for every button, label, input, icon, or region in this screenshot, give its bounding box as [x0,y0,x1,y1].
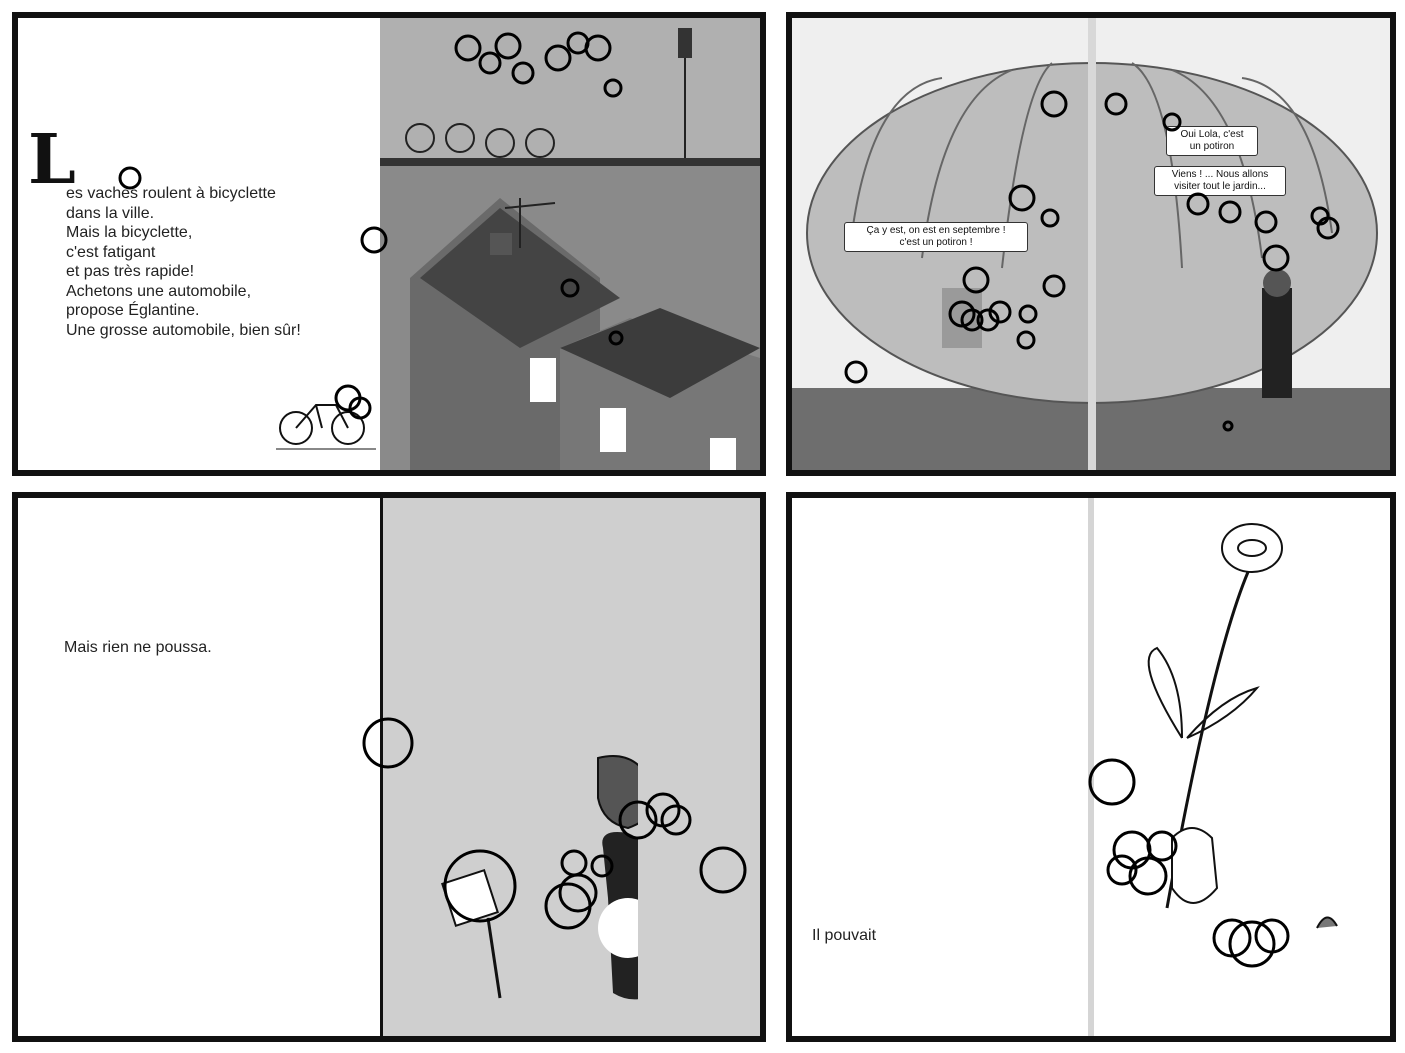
dropcap-letter: L [28,120,76,200]
speech-bubble-right-1: Oui Lola, c'est un potiron [1166,126,1258,156]
story-text: Il pouvait [812,927,877,944]
page-spine [1088,498,1094,1036]
bicycle-icon [276,404,376,450]
city-illustration [380,18,760,470]
book-panel-pumpkin: Ça y est, on est en septembre ! c'est un… [786,12,1396,476]
speech-bubble-right-2: Viens ! ... Nous allons visiter tout le … [1154,166,1286,196]
book-panel-nothing-grew: Mais rien ne poussa. [12,492,766,1042]
speech-bubble-left: Ça y est, on est en septembre ! c'est un… [844,222,1028,252]
pumpkin-illustration [792,18,1390,470]
story-text: es vaches roulent à bicyclette dans la v… [66,185,301,339]
story-text: Mais rien ne poussa. [64,639,212,656]
book-panel-cows-bicycle: L es vaches roulent à bicyclette dans la… [12,12,766,476]
child-illustration [441,755,638,1000]
right-page [380,498,760,1036]
flower-illustration [1147,523,1338,929]
book-panel-flower: Il pouvait [786,492,1396,1042]
left-page [18,18,380,470]
